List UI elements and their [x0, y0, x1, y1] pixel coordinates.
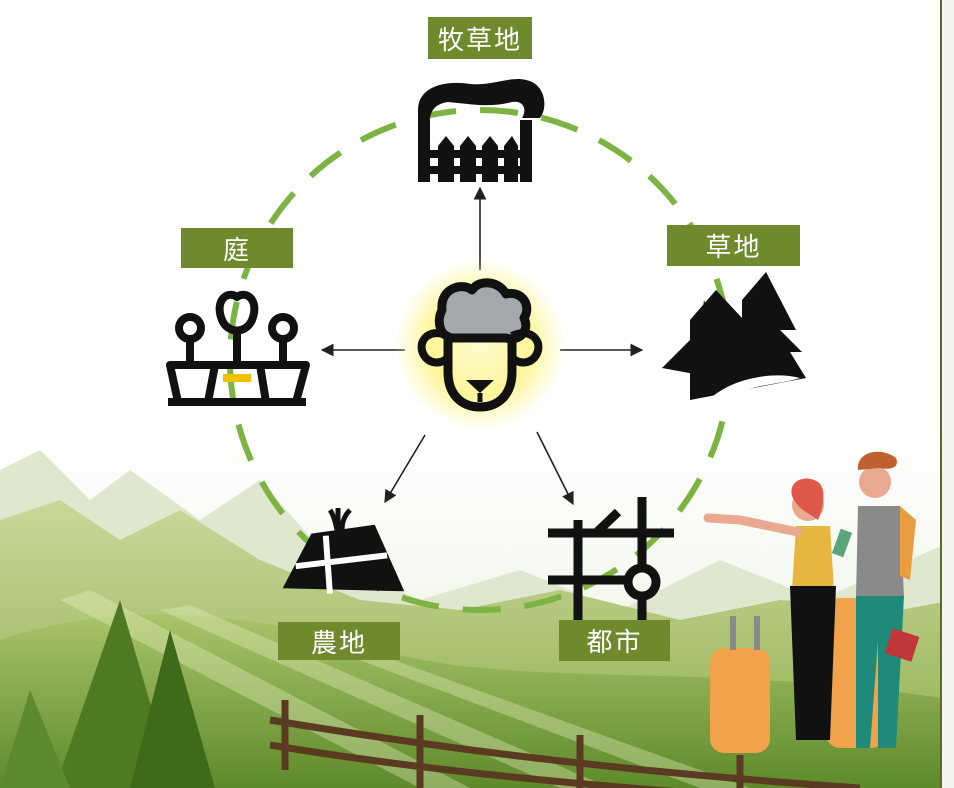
- farm-field-icon: [282, 508, 405, 594]
- node-label-city: 都市: [559, 620, 670, 661]
- node-label-farmland: 農地: [278, 622, 400, 660]
- arrow-to-city: [536, 431, 574, 506]
- sheep-icon: [395, 260, 565, 430]
- pine-trees: [0, 600, 215, 788]
- node-label-grassland: 草地: [667, 225, 800, 266]
- arrows: [320, 186, 644, 506]
- city-grid-icon: [548, 497, 674, 620]
- travelers-illustration: [703, 451, 920, 753]
- node-label-pasture: 牧草地: [428, 17, 532, 59]
- pasture-fence-icon: [418, 79, 545, 182]
- wooden-fence: [269, 700, 861, 788]
- arrow-to-farmland: [384, 434, 426, 504]
- node-label-garden: 庭: [181, 228, 293, 268]
- garden-flowers-icon: [166, 290, 310, 406]
- forest-road-icon: [662, 272, 806, 415]
- right-edge-border: [940, 0, 954, 788]
